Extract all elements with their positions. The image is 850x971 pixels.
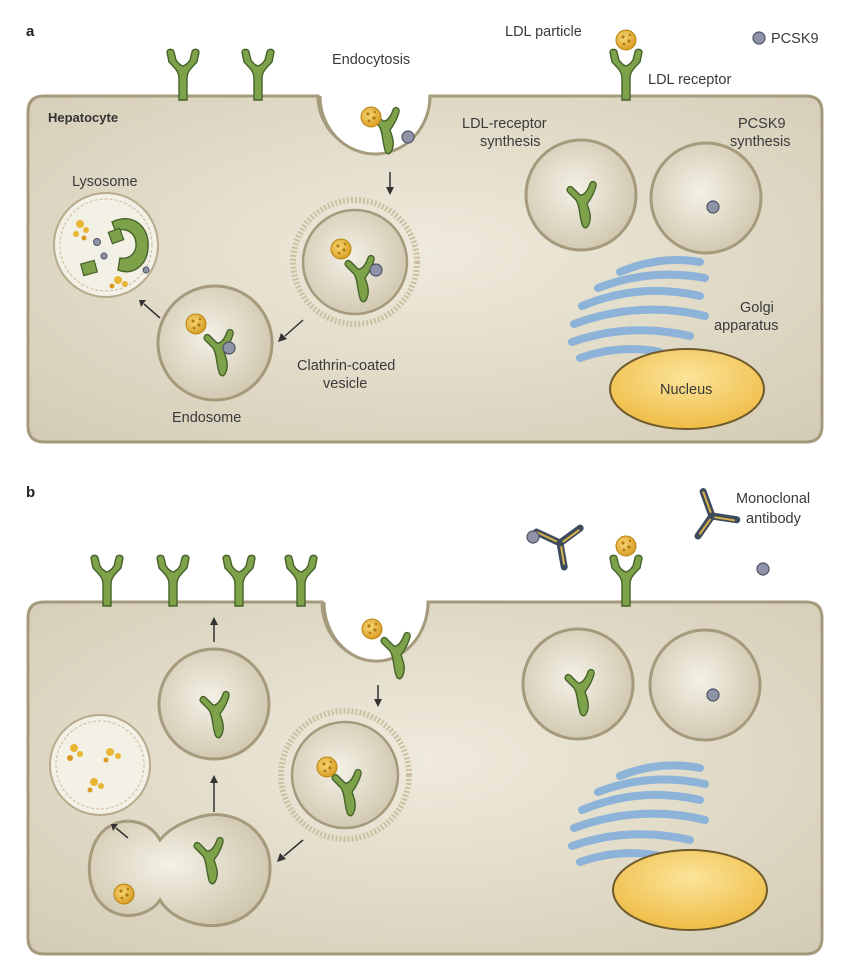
pcsk9-molecule: [369, 263, 383, 277]
pcsk9-legend-icon: [752, 31, 766, 45]
ldl-particle-label: LDL particle: [505, 24, 582, 40]
receptor-fragment: [107, 227, 125, 245]
arrow: [284, 319, 304, 337]
pcsk9-synthesis-vesicle: [648, 628, 762, 742]
ldlr-synthesis-label-1: LDL-receptor: [462, 116, 547, 132]
clathrin-label-1: Clathrin-coated: [297, 358, 395, 374]
degraded-receptor-fragment: [111, 218, 149, 273]
lysosome-label: Lysosome: [72, 174, 138, 190]
arrow-head: [278, 333, 287, 342]
arrow-head: [374, 699, 382, 707]
pcsk9-synthesis-label-2: synthesis: [730, 134, 790, 150]
pcsk9-molecule: [401, 130, 415, 144]
arrow-head: [277, 853, 286, 862]
new-pcsk9: [706, 200, 720, 214]
pcsk9-molecule: [756, 562, 770, 576]
arrow: [283, 839, 304, 857]
surface-receptor: [241, 48, 275, 101]
surface-receptor: [609, 554, 643, 607]
ldl-particle: [615, 29, 637, 51]
lysosome-membrane: [59, 198, 153, 292]
pcsk9-synthesis-vesicle: [649, 141, 763, 255]
arrow: [115, 827, 129, 839]
pcsk9-molecule: [222, 341, 236, 355]
ldl-particle: [330, 238, 352, 260]
ldl-particle: [615, 535, 637, 557]
surface-receptor: [166, 48, 200, 101]
nucleus: [609, 348, 765, 430]
nucleus-label: Nucleus: [660, 382, 712, 398]
endosome-label: Endosome: [172, 410, 241, 426]
arrow-head: [386, 187, 394, 195]
nucleus: [612, 849, 768, 931]
arrow-head: [210, 775, 218, 783]
golgi-label-1: Golgi: [740, 300, 774, 316]
ldl-particle: [316, 756, 338, 778]
ldl-particle: [361, 618, 383, 640]
lysosome-membrane: [55, 720, 145, 810]
clathrin-label-2: vesicle: [323, 376, 367, 392]
arrow-head: [111, 824, 118, 831]
surface-receptor: [284, 554, 318, 607]
pcsk9-fragments: [93, 238, 150, 274]
arrow-head: [210, 617, 218, 625]
panel-a-label: a: [26, 23, 35, 40]
arrow-head: [139, 300, 146, 307]
surface-receptor: [222, 554, 256, 607]
golgi-apparatus: [568, 255, 709, 362]
panel-b-label: b: [26, 484, 35, 501]
arrow: [143, 303, 161, 319]
ldl-fragments: [67, 744, 121, 793]
clathrin-coated-vesicle: [301, 208, 409, 316]
golgi-label-2: apparatus: [714, 318, 779, 334]
dividing-endosome: [87, 813, 272, 927]
clathrin-coat: [278, 708, 412, 842]
ldlr-synthesis-label-2: synthesis: [480, 134, 540, 150]
clathrin-coated-vesicle: [290, 720, 400, 830]
surface-receptor: [90, 554, 124, 607]
surface-receptor: [156, 554, 190, 607]
new-pcsk9: [706, 688, 720, 702]
endocytosis-label: Endocytosis: [332, 52, 410, 68]
ldl-receptor-label: LDL receptor: [648, 72, 731, 88]
ldl-fragments: [73, 220, 128, 289]
antibody-label-1: Monoclonal: [736, 491, 810, 507]
receptor-fragment: [79, 259, 99, 277]
ldl-particle: [185, 313, 207, 335]
recycling-vesicle: [157, 647, 271, 761]
ldl-particle: [113, 883, 135, 905]
pcsk9-legend-label: PCSK9: [771, 31, 819, 47]
antibody-label-2: antibody: [746, 511, 802, 527]
lysosome: [49, 714, 151, 816]
ldl-particle: [360, 106, 382, 128]
clathrin-coat: [290, 197, 420, 327]
surface-receptor: [609, 48, 643, 101]
hepatocyte-label: Hepatocyte: [48, 110, 118, 125]
pcsk9-synthesis-label-1: PCSK9: [738, 116, 786, 132]
pcsk9-bound: [526, 530, 540, 544]
antibody: [684, 484, 737, 536]
